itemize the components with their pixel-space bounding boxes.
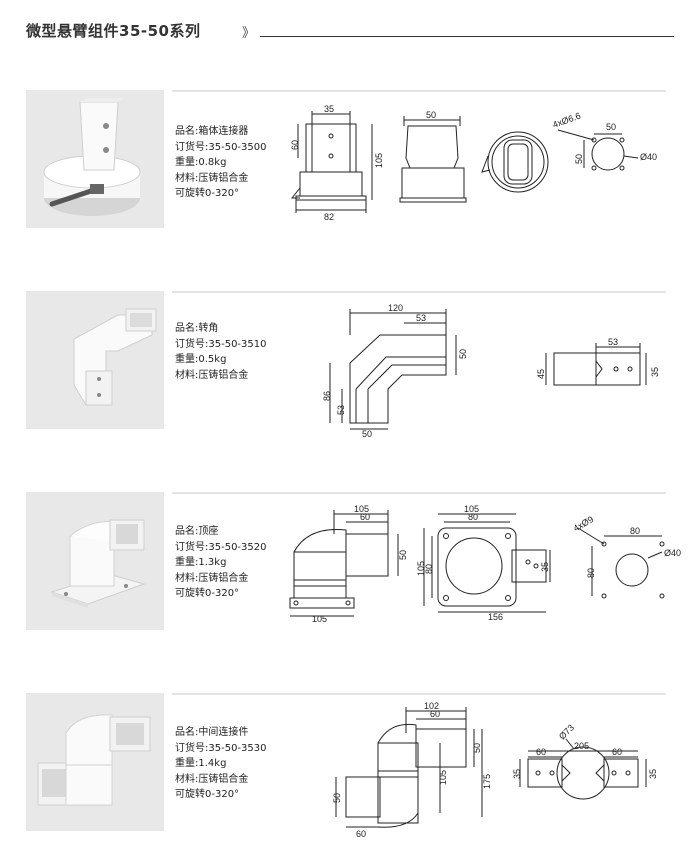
drawing-hole-pattern: 4xØ9 80 80 Ø40	[572, 514, 684, 610]
spec-order-number: 订货号:35-50-3530	[175, 742, 267, 754]
dim-label: 50	[606, 122, 616, 132]
spec-weight: 重量:0.8kg	[175, 157, 227, 168]
spec-name: 品名:箱体连接器	[175, 126, 249, 137]
dim-label: 60	[290, 140, 300, 150]
dim-label: 50	[458, 349, 468, 359]
product-section-3520: 品名:顶座 订货号:35-50-3520 重量:1.3kg 材料:压铸铝合金 可…	[26, 492, 681, 632]
dim-label: 82	[324, 212, 334, 222]
product-photo-box-middle-connector	[26, 693, 164, 831]
product-photo-box-top-mount	[26, 492, 164, 630]
dim-label: 105	[354, 504, 369, 514]
dim-label: 4xØ9	[572, 514, 596, 533]
product-photo-box-connector	[26, 90, 164, 228]
dim-label: 50	[472, 743, 482, 753]
dim-label: 60	[430, 709, 440, 719]
drawing-side-view: 50	[396, 110, 476, 210]
drawing-front-view: 105 60 50 105	[284, 504, 408, 624]
dim-label: 35	[512, 769, 522, 779]
title-underline	[260, 36, 674, 37]
page-title: 微型悬臂组件35-50系列	[26, 22, 201, 40]
dim-label: 86	[322, 391, 332, 401]
dim-label: 53	[608, 337, 618, 347]
product-section-3510: 品名:转角 订货号:35-50-3510 重量:0.5kg 材料:压铸铝合金	[26, 291, 666, 439]
dim-label: 105	[312, 614, 327, 624]
spec-weight: 重量:1.3kg	[175, 557, 227, 568]
spec-rotation: 可旋转0-320°	[175, 588, 240, 599]
spec-list: 品名:转角 订货号:35-50-3510 重量:0.5kg 材料:压铸铝合金	[175, 321, 266, 383]
spec-material: 材料:压铸铝合金	[175, 773, 249, 785]
dim-label: 80	[424, 564, 434, 574]
dim-label: 50	[426, 110, 436, 120]
drawing-corner-elevation: 120 53 50 86 53 50	[316, 303, 468, 439]
dim-label: 53	[416, 313, 426, 323]
spec-list: 品名:中间连接件 订货号:35-50-3530 重量:1.4kg 材料:压铸铝合…	[175, 725, 266, 803]
spec-material: 材料:压铸铝合金	[175, 172, 249, 184]
spec-weight: 重量:1.4kg	[175, 758, 227, 769]
dim-label: 80	[630, 526, 640, 536]
dim-label: 45	[536, 369, 546, 379]
dim-label: 35	[650, 367, 660, 377]
spec-name: 品名:中间连接件	[175, 727, 249, 738]
drawing-top-view	[480, 126, 554, 200]
section-divider	[172, 693, 666, 695]
dim-label: 60	[360, 512, 370, 522]
spec-rotation: 可旋转0-320°	[175, 188, 240, 199]
spec-name: 品名:顶座	[175, 526, 219, 537]
dim-label: 50	[574, 154, 584, 164]
dim-label: 80	[586, 568, 596, 578]
dim-label: 50	[332, 793, 342, 803]
page-header: 微型悬臂组件35-50系列 》	[24, 20, 674, 44]
double-chevron-icon: 》	[242, 26, 255, 41]
dim-label: 53	[336, 405, 346, 415]
product-section-3500: 品名:箱体连接器 订货号:35-50-3500 重量:0.8kg 材料:压铸铝合…	[26, 90, 666, 230]
section-divider	[172, 291, 666, 293]
spec-rotation: 可旋转0-320°	[175, 789, 240, 800]
dim-label: 105	[438, 770, 448, 785]
dim-label: 35	[324, 104, 334, 114]
drawing-top-view: 105 80 105 80 35 156	[412, 504, 552, 622]
dim-label: 50	[362, 429, 372, 439]
drawing-corner-side: 53 45 35	[526, 337, 660, 399]
spec-order-number: 订货号:35-50-3520	[175, 541, 267, 553]
dim-label: 50	[398, 550, 408, 560]
dim-label: 35	[648, 769, 658, 779]
dim-label: 105	[374, 153, 384, 168]
spec-list: 品名:顶座 订货号:35-50-3520 重量:1.3kg 材料:压铸铝合金 可…	[175, 524, 266, 602]
dim-label: 35	[540, 562, 550, 572]
dim-label: 102	[424, 701, 439, 711]
product-section-3530: 品名:中间连接件 订货号:35-50-3530 重量:1.4kg 材料:压铸铝合…	[26, 693, 666, 839]
dim-label: 156	[488, 612, 503, 622]
dim-label: 60	[356, 829, 366, 839]
drawing-front-view: 35 60 105 82	[290, 104, 390, 222]
spec-list: 品名:箱体连接器 订货号:35-50-3500 重量:0.8kg 材料:压铸铝合…	[175, 124, 266, 202]
dim-label: 60	[536, 747, 546, 757]
section-divider	[172, 90, 666, 92]
spec-order-number: 订货号:35-50-3500	[175, 141, 267, 153]
dim-label: 120	[388, 303, 403, 313]
dim-label: Ø73	[557, 722, 576, 741]
dim-label: 175	[482, 774, 492, 789]
dim-label: 60	[612, 747, 622, 757]
spec-material: 材料:压铸铝合金	[175, 572, 249, 584]
drawing-elevation: 102 60 50 105 175 50 60	[316, 701, 496, 839]
dim-label: Ø40	[664, 548, 681, 558]
spec-material: 材料:压铸铝合金	[175, 369, 249, 381]
product-photo-box-corner	[26, 291, 164, 429]
dim-label: 4xØ6.6	[551, 111, 582, 130]
spec-name: 品名:转角	[175, 323, 219, 334]
dim-label: 80	[468, 512, 478, 522]
drawing-hole-pattern: 4xØ6.6 50 50 Ø40	[551, 111, 664, 200]
dim-label: 205	[574, 741, 589, 751]
dim-label: 105	[464, 504, 479, 514]
section-divider	[172, 492, 666, 494]
dim-label: Ø40	[640, 152, 657, 162]
dim-label: 105	[416, 561, 426, 576]
spec-order-number: 订货号:35-50-3510	[175, 338, 267, 350]
spec-weight: 重量:0.5kg	[175, 354, 227, 365]
drawing-top-view: Ø73 205 60 60 35 35	[508, 722, 658, 807]
